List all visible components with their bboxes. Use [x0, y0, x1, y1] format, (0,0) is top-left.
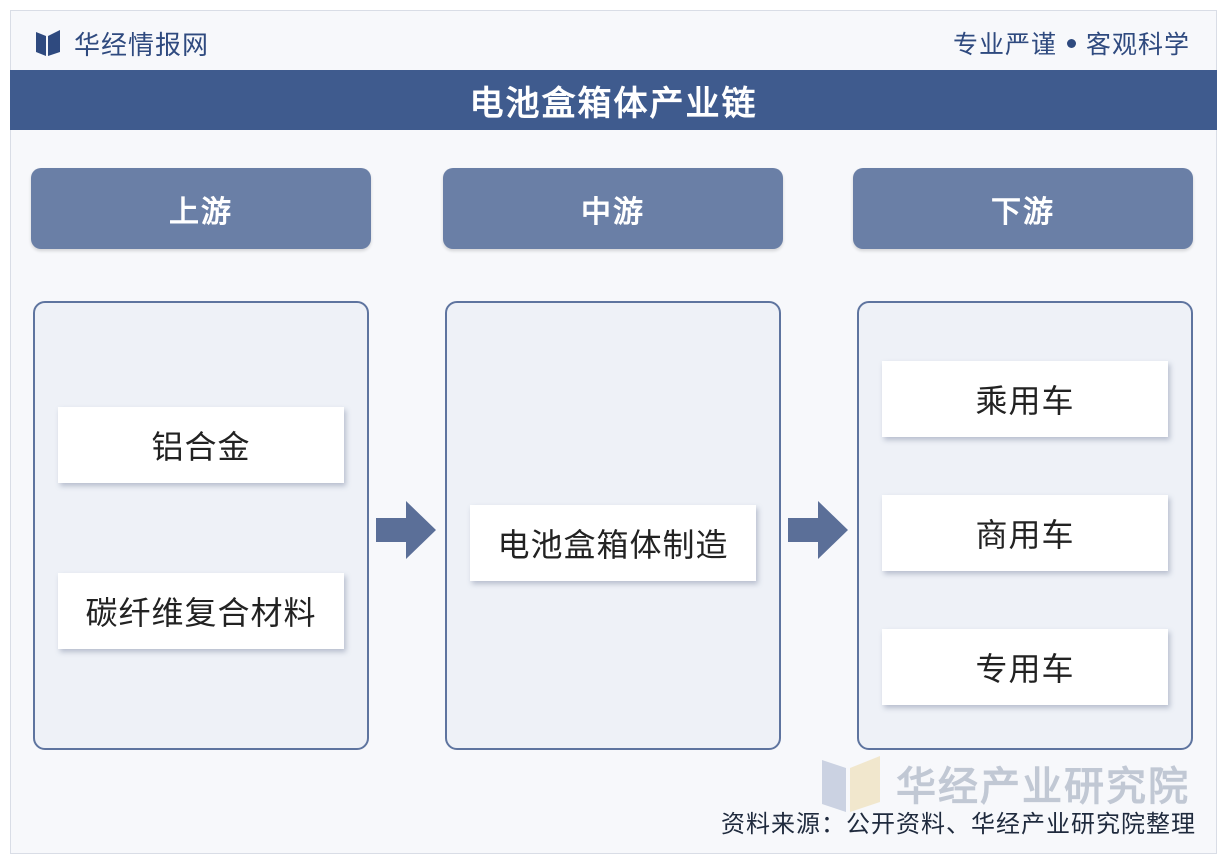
brand: 华经情报网	[34, 26, 210, 61]
arrow-right-icon	[376, 501, 436, 559]
arrow-right-icon	[788, 501, 848, 559]
stage-label-midstream: 中游	[581, 194, 645, 230]
page-title: 电池盒箱体产业链	[469, 83, 758, 124]
panel-downstream: 乘用车 商用车 专用车	[857, 301, 1193, 750]
panel-midstream: 电池盒箱体制造	[445, 301, 781, 750]
brand-name: 华经情报网	[74, 30, 210, 61]
item-carbon-fiber-composite: 碳纤维复合材料	[58, 573, 344, 649]
stage-header-upstream: 上游	[31, 168, 371, 249]
slogan-dot-icon	[1066, 38, 1076, 48]
slogan-left: 专业严谨	[952, 30, 1057, 59]
watermark-logo-icon	[822, 756, 880, 812]
item-aluminum-alloy: 铝合金	[58, 407, 344, 483]
item-battery-box-manufacturing: 电池盒箱体制造	[470, 505, 756, 581]
item-passenger-car: 乘用车	[882, 361, 1168, 437]
item-commercial-vehicle: 商用车	[882, 495, 1168, 571]
item-special-vehicle: 专用车	[882, 629, 1168, 705]
title-bar: 电池盒箱体产业链	[10, 70, 1217, 130]
slogan: 专业严谨 客观科学	[953, 26, 1190, 60]
slogan-right: 客观科学	[1085, 30, 1190, 59]
stage-label-upstream: 上游	[169, 194, 233, 230]
stage-header-downstream: 下游	[853, 168, 1193, 249]
panel-upstream: 铝合金 碳纤维复合材料	[33, 301, 369, 750]
source-note: 资料来源：公开资料、华经产业研究院整理	[721, 810, 1196, 838]
stage-header-midstream: 中游	[443, 168, 783, 249]
watermark: 华经产业研究院	[820, 752, 1190, 814]
stage-label-downstream: 下游	[991, 194, 1055, 230]
watermark-text: 华经产业研究院	[896, 764, 1190, 810]
brand-logo-icon	[36, 30, 60, 56]
